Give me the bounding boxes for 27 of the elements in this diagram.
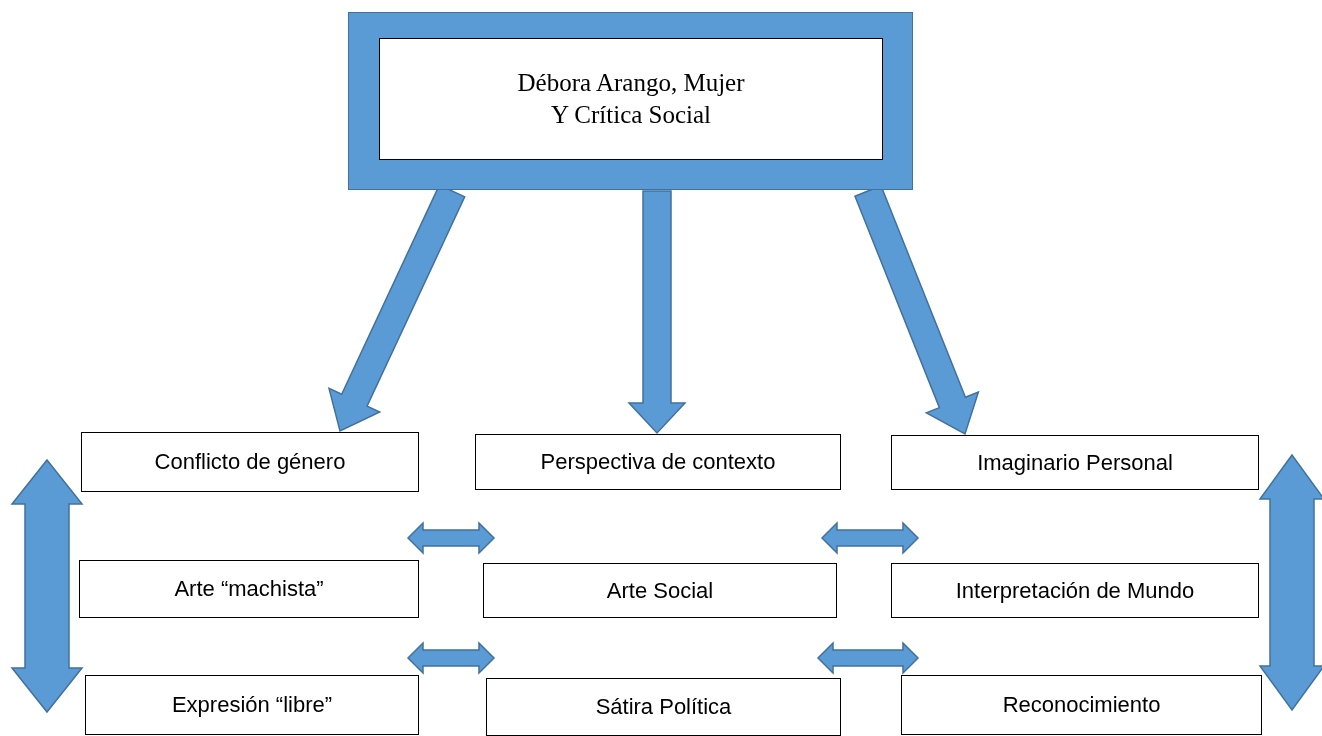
box-label: Interpretación de Mundo [955,577,1195,604]
box-label: Arte Social [606,577,714,604]
box-label: Imaginario Personal [977,449,1173,476]
box-label: Perspectiva de contexto [540,449,776,475]
title-frame [348,12,913,190]
concept-box [483,563,837,618]
block-arrow [816,641,920,675]
block-arrow [627,190,687,435]
box-label: Expresión “libre” [171,692,333,718]
concept-box [901,675,1262,735]
block-arrow [406,641,496,675]
box-label: Conflicto de género [154,449,346,475]
concept-box [486,678,841,736]
box-label: Reconocimiento [1002,692,1161,718]
block-arrow [406,521,496,555]
box-label: Arte “machista” [174,576,324,602]
concept-box [891,435,1259,490]
concept-box [475,434,841,490]
concept-box [891,563,1259,618]
title-text: Débora Arango, Mujer Y Crítica Social [516,67,746,130]
block-arrow [10,458,84,714]
concept-box [85,675,419,735]
block-arrow [820,521,920,555]
concept-box [79,560,419,618]
box-label: Sátira Política [595,694,732,720]
block-arrow [1258,453,1322,712]
concept-box [81,432,419,492]
